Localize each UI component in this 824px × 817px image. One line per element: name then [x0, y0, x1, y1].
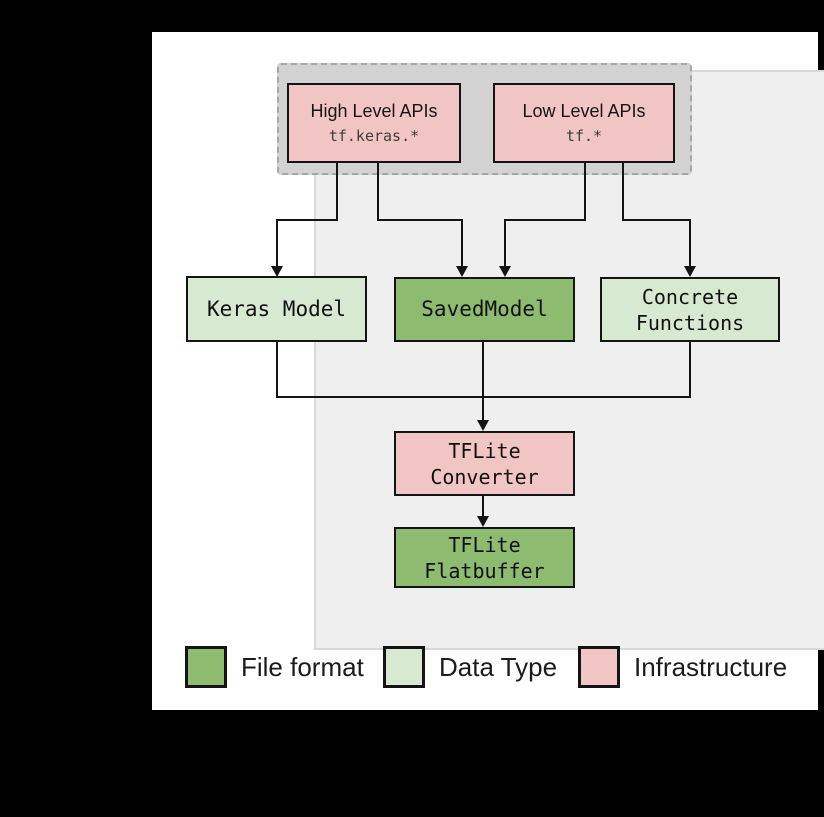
connector-arrowhead	[456, 266, 468, 277]
node-high-level-apis: High Level APIs tf.keras.*	[287, 83, 461, 163]
connector-line	[482, 495, 484, 518]
connector-arrowhead	[271, 266, 283, 277]
legend-label-file-format: File format	[241, 651, 364, 682]
connector-arrowhead	[477, 516, 489, 527]
low-level-apis-code: tf.*	[565, 127, 603, 145]
connector-line	[504, 219, 586, 221]
legend-label-data-type: Data Type	[439, 651, 558, 682]
connector-line	[504, 219, 506, 268]
tflite-flatbuffer-label: TFLite Flatbuffer	[424, 532, 545, 583]
keras-model-label: Keras Model	[206, 296, 347, 321]
legend-item-infrastructure: Infrastructure	[578, 645, 787, 689]
node-tflite-converter: TFLite Converter	[394, 431, 575, 496]
legend-item-file-format: File format	[185, 645, 364, 689]
connector-line	[482, 396, 484, 422]
node-concrete-functions: Concrete Functions	[600, 277, 780, 342]
tflite-converter-label: TFLite Converter	[430, 438, 539, 489]
concrete-functions-label: Concrete Functions	[635, 284, 745, 335]
node-saved-model: SavedModel	[394, 277, 575, 342]
legend-label-infrastructure: Infrastructure	[634, 651, 788, 682]
connector-line	[482, 341, 484, 398]
connector-line	[622, 163, 624, 220]
connector-line	[336, 163, 338, 220]
connector-line	[276, 341, 278, 398]
connector-line	[377, 163, 379, 220]
legend-swatch-infrastructure	[578, 646, 620, 688]
connector-line	[689, 219, 691, 268]
node-low-level-apis: Low Level APIs tf.*	[493, 83, 675, 163]
connector-arrowhead	[684, 266, 696, 277]
low-level-apis-title: Low Level APIs	[522, 101, 646, 121]
legend-item-data-type: Data Type	[383, 645, 557, 689]
connector-arrowhead	[477, 420, 489, 431]
legend-swatch-file-format	[185, 646, 227, 688]
connector-arrowhead	[499, 266, 511, 277]
legend-swatch-data-type	[383, 646, 425, 688]
saved-model-label: SavedModel	[421, 297, 548, 322]
connector-line	[584, 163, 586, 220]
connector-line	[377, 219, 463, 221]
connector-line	[461, 219, 463, 268]
connector-line	[276, 219, 338, 221]
high-level-apis-code: tf.keras.*	[328, 127, 420, 145]
connector-line	[622, 219, 691, 221]
connector-line	[689, 341, 691, 398]
node-keras-model: Keras Model	[186, 276, 367, 342]
node-tflite-flatbuffer: TFLite Flatbuffer	[394, 527, 575, 588]
high-level-apis-title: High Level APIs	[310, 101, 438, 121]
connector-line	[276, 219, 278, 268]
